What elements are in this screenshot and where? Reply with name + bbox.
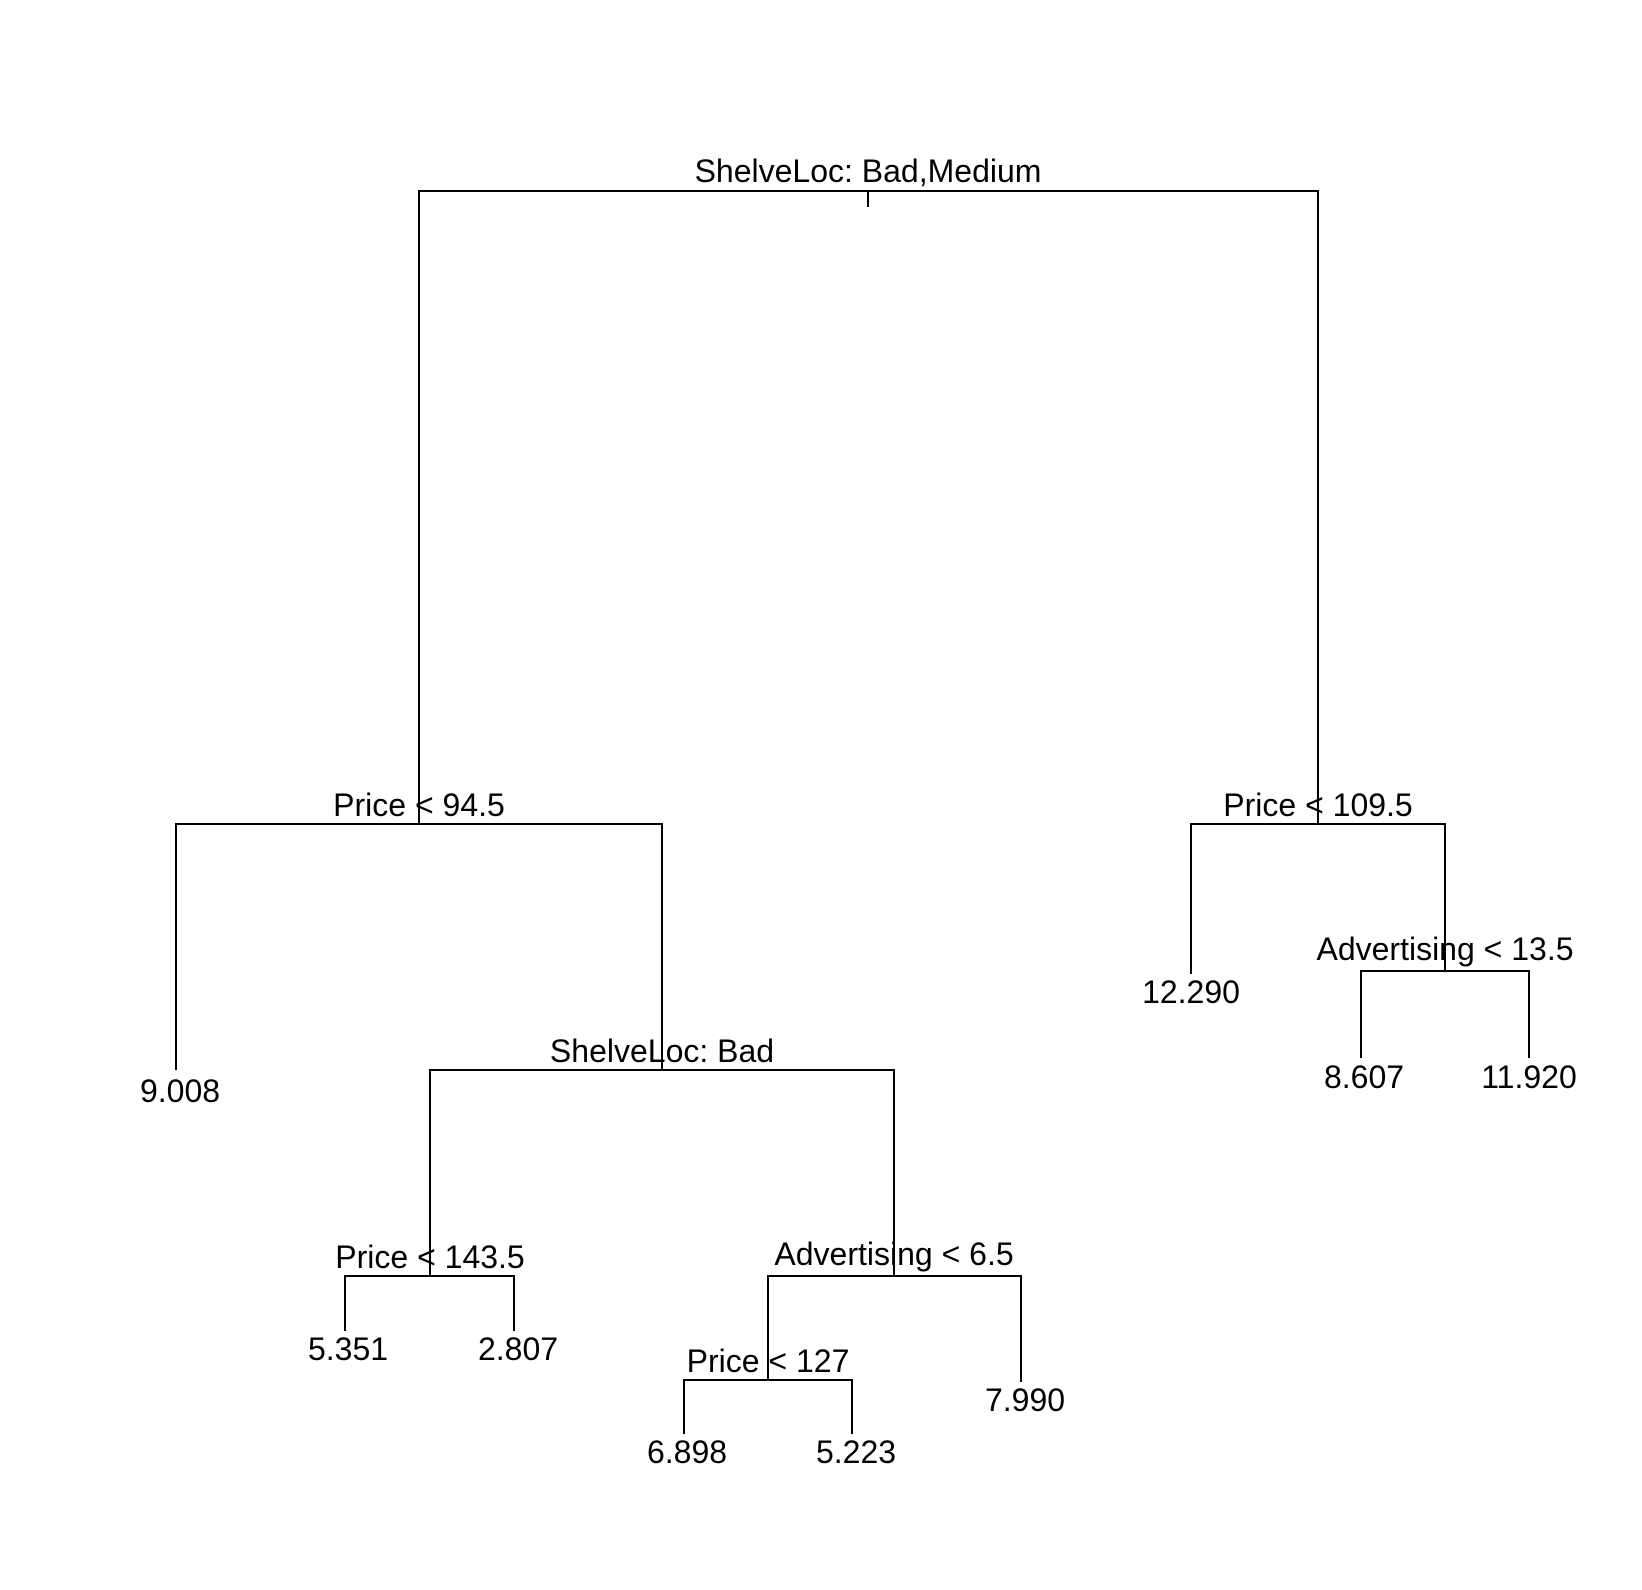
split-label-left-right: ShelveLoc: Bad xyxy=(550,1033,774,1069)
split-label-lrrl: Price < 127 xyxy=(687,1343,850,1379)
split-label-right-right: Advertising < 13.5 xyxy=(1316,931,1573,967)
split-label-left: Price < 94.5 xyxy=(333,787,505,823)
split-label-lrr: Advertising < 6.5 xyxy=(774,1236,1013,1272)
leaf-lrll-value: 5.351 xyxy=(308,1331,388,1367)
leaf-lrlr-value: 2.807 xyxy=(478,1331,558,1367)
leaf-lrrlr-value: 5.223 xyxy=(816,1434,896,1470)
leaf-rrr-value: 11.920 xyxy=(1481,1059,1577,1095)
leaf-ll-value: 9.008 xyxy=(140,1073,220,1109)
tree-edges xyxy=(175,190,1530,1434)
split-label-root: ShelveLoc: Bad,Medium xyxy=(695,153,1042,189)
leaf-lrrr-value: 7.990 xyxy=(985,1382,1065,1418)
split-label-right: Price < 109.5 xyxy=(1223,787,1412,823)
split-label-lrl: Price < 143.5 xyxy=(335,1239,524,1275)
leaf-rrl-value: 8.607 xyxy=(1324,1059,1404,1095)
leaf-lrrll-value: 6.898 xyxy=(647,1434,727,1470)
leaf-rl-value: 12.290 xyxy=(1142,974,1240,1010)
